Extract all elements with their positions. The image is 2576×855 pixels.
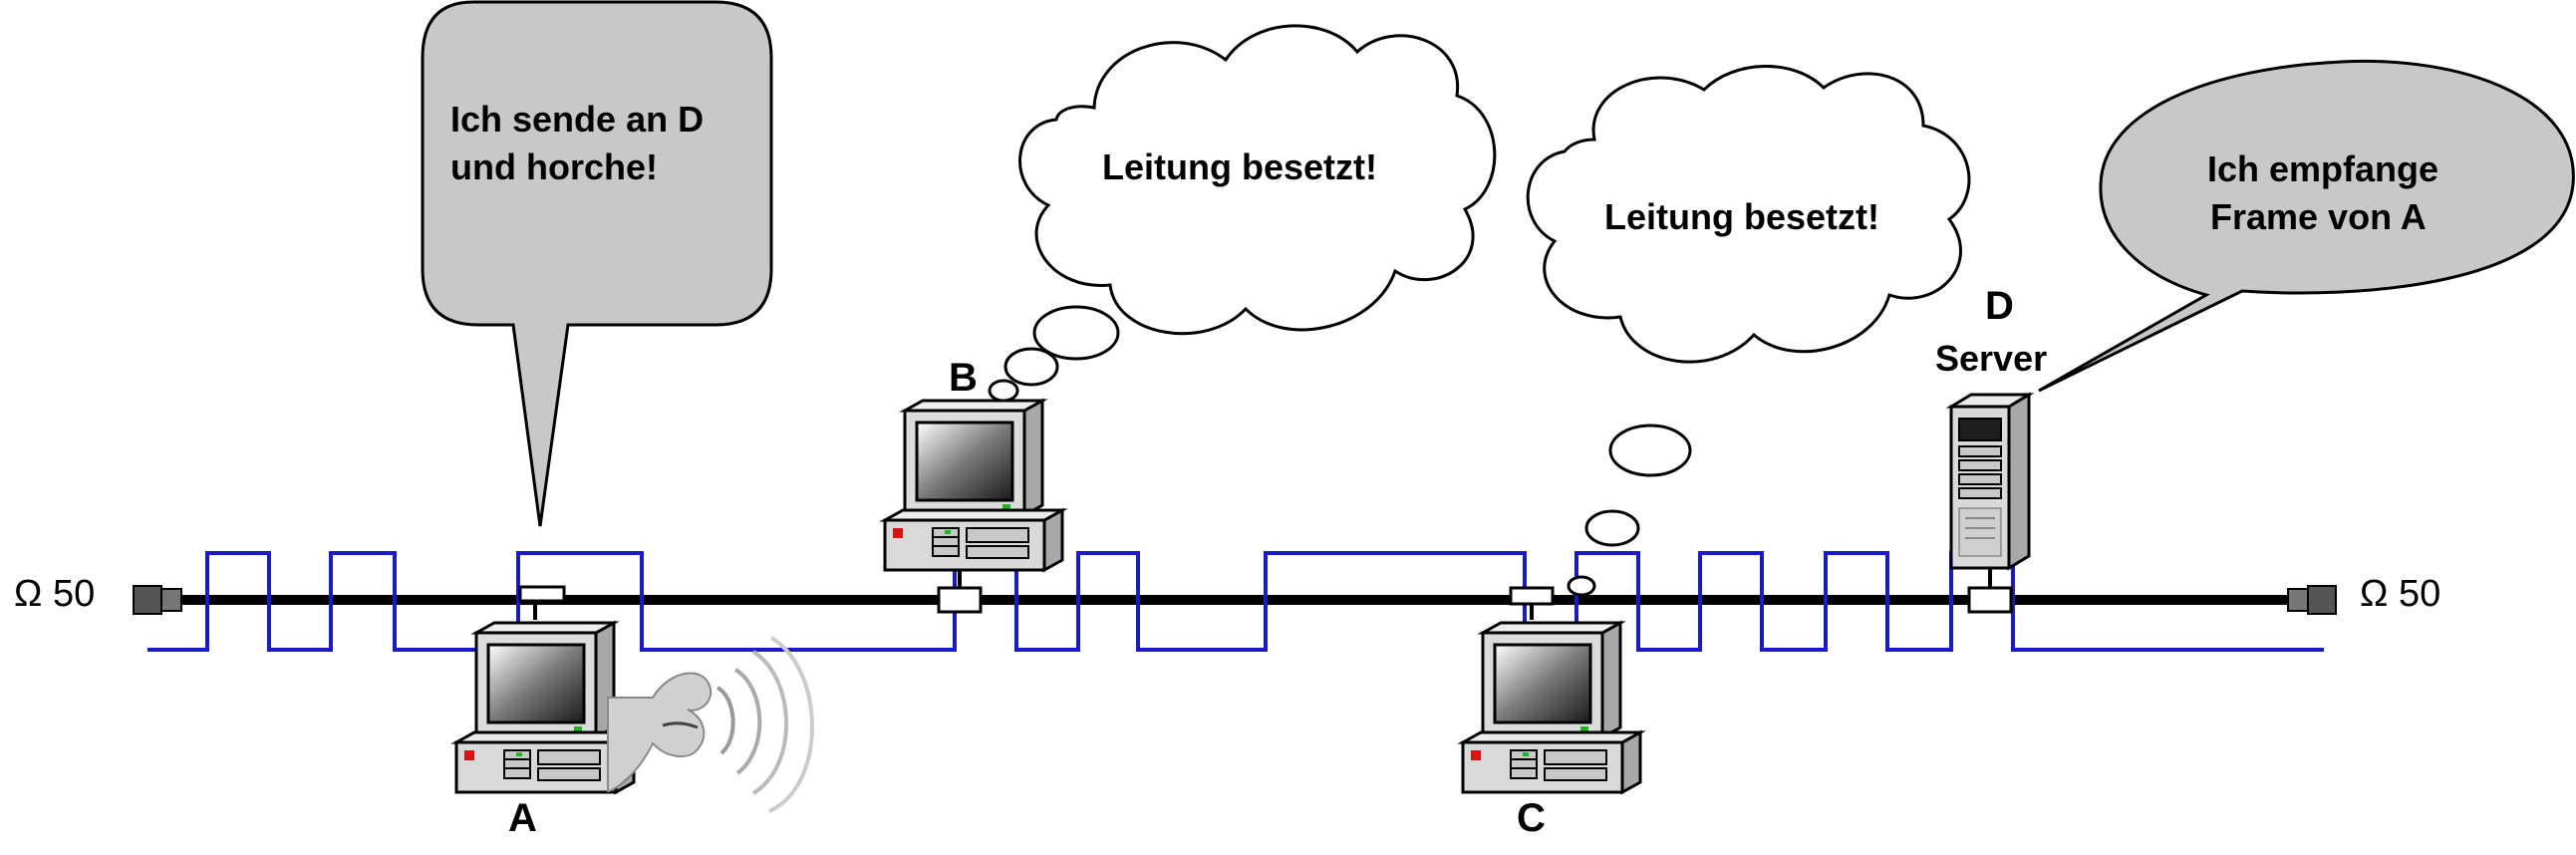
speech-d-line2: Frame von A <box>2210 196 2427 237</box>
node-a-label: A <box>508 796 537 840</box>
speech-a-line2: und horche! <box>450 146 658 187</box>
tap-a <box>518 585 566 620</box>
thought-b-text: Leitung besetzt! <box>1102 146 1377 187</box>
thought-cloud-c: Leitung besetzt! <box>1526 65 1971 597</box>
right-terminator <box>2287 585 2337 615</box>
tap-d <box>1967 568 2013 614</box>
node-c-label: C <box>1517 796 1546 840</box>
left-terminator-label: Ω 50 <box>14 573 95 615</box>
computer-b <box>883 399 1064 572</box>
node-d-sublabel: Server <box>1935 338 2047 379</box>
thought-c-text: Leitung besetzt! <box>1604 196 1879 237</box>
tap-c <box>1509 586 1555 620</box>
desktop-computer-icon <box>883 399 1064 572</box>
left-terminator <box>133 585 182 615</box>
server-d <box>1945 392 2035 571</box>
speaking-mouth-icon <box>607 636 814 813</box>
desktop-computer-icon <box>1461 621 1642 794</box>
tower-server-icon <box>1945 392 2035 571</box>
speech-bubble-a: Ich sende an D und horche! <box>421 0 773 527</box>
node-b-label: B <box>949 356 978 400</box>
node-d-label: D <box>1985 284 2014 328</box>
speech-d-line1: Ich empfange <box>2207 148 2438 189</box>
computer-c <box>1461 621 1642 794</box>
speech-a-line1: Ich sende an D <box>450 99 704 140</box>
thought-cloud-b: Leitung besetzt! <box>988 24 1497 403</box>
speech-bubble-d <box>2038 59 2575 393</box>
signal-waveform <box>147 551 2324 652</box>
right-terminator-label: Ω 50 <box>2360 573 2440 615</box>
